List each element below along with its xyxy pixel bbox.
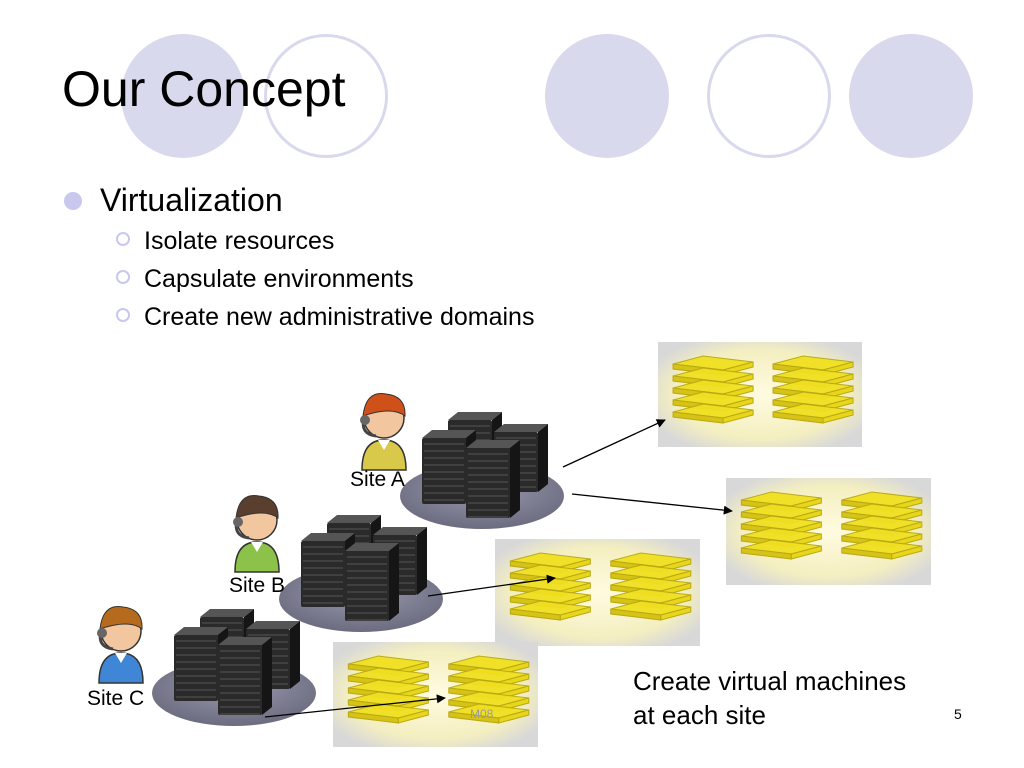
bullet-list: Virtualization Isolate resources Capsula… <box>62 180 534 336</box>
bullet-ring-icon <box>116 308 130 322</box>
site-label-c: Site C <box>87 687 144 710</box>
arrow-connector <box>571 493 733 515</box>
decorative-circle <box>264 34 388 158</box>
virtual-machine-stack-icon <box>509 552 591 621</box>
sub-bullet-text: Create new administrative domains <box>144 303 535 331</box>
arrow-connector <box>427 574 556 597</box>
caption-line: at each site <box>633 700 766 730</box>
footer-text: M08 <box>470 707 494 721</box>
caption-line: Create virtual machines <box>633 666 907 696</box>
sub-bullet-item: Isolate resources <box>100 222 534 260</box>
user-headset-icon <box>360 392 407 471</box>
site-label-a: Site A <box>350 468 405 491</box>
server-rack-icon <box>174 609 300 715</box>
virtual-machine-stack-icon <box>610 552 692 621</box>
site-platform <box>152 609 316 726</box>
site-platform <box>400 412 564 529</box>
sub-bullet-text: Isolate resources <box>144 227 335 255</box>
vm-group <box>658 342 862 447</box>
site-label-b: Site B <box>229 574 285 597</box>
decorative-circle <box>545 34 669 158</box>
user-headset-icon <box>233 494 280 573</box>
server-rack-icon <box>422 412 548 518</box>
slide-title: Our Concept <box>62 61 346 117</box>
decorative-circle <box>849 34 973 158</box>
decorative-circle <box>707 34 831 158</box>
bullet-item: Virtualization Isolate resources Capsula… <box>62 180 534 336</box>
page-number: 5 <box>954 706 962 722</box>
virtual-machine-stack-icon <box>347 655 429 724</box>
virtual-machine-stack-icon <box>740 491 822 560</box>
sub-bullet-list: Isolate resources Capsulate environments… <box>100 222 534 336</box>
arrow-connector <box>562 419 666 468</box>
bullet-dot-icon <box>64 192 82 210</box>
site-platform <box>279 515 443 632</box>
arrow-connector <box>264 694 446 718</box>
virtual-machine-stack-icon <box>772 355 854 424</box>
vm-group <box>495 539 700 646</box>
virtual-machine-stack-icon <box>448 655 530 724</box>
decorative-circle <box>121 34 245 158</box>
sub-bullet-text: Capsulate environments <box>144 265 414 293</box>
bullet-ring-icon <box>116 270 130 284</box>
sub-bullet-item: Create new administrative domains <box>100 298 534 336</box>
bullet-text: Virtualization <box>100 182 283 218</box>
vm-group <box>726 478 931 585</box>
bullet-ring-icon <box>116 232 130 246</box>
virtual-machine-stack-icon <box>841 491 923 560</box>
virtual-machine-stack-icon <box>672 355 754 424</box>
diagram-caption: Create virtual machines at each site <box>633 664 906 732</box>
sub-bullet-item: Capsulate environments <box>100 260 534 298</box>
server-rack-icon <box>301 515 427 621</box>
vm-group <box>333 642 538 747</box>
user-headset-icon <box>97 605 144 684</box>
